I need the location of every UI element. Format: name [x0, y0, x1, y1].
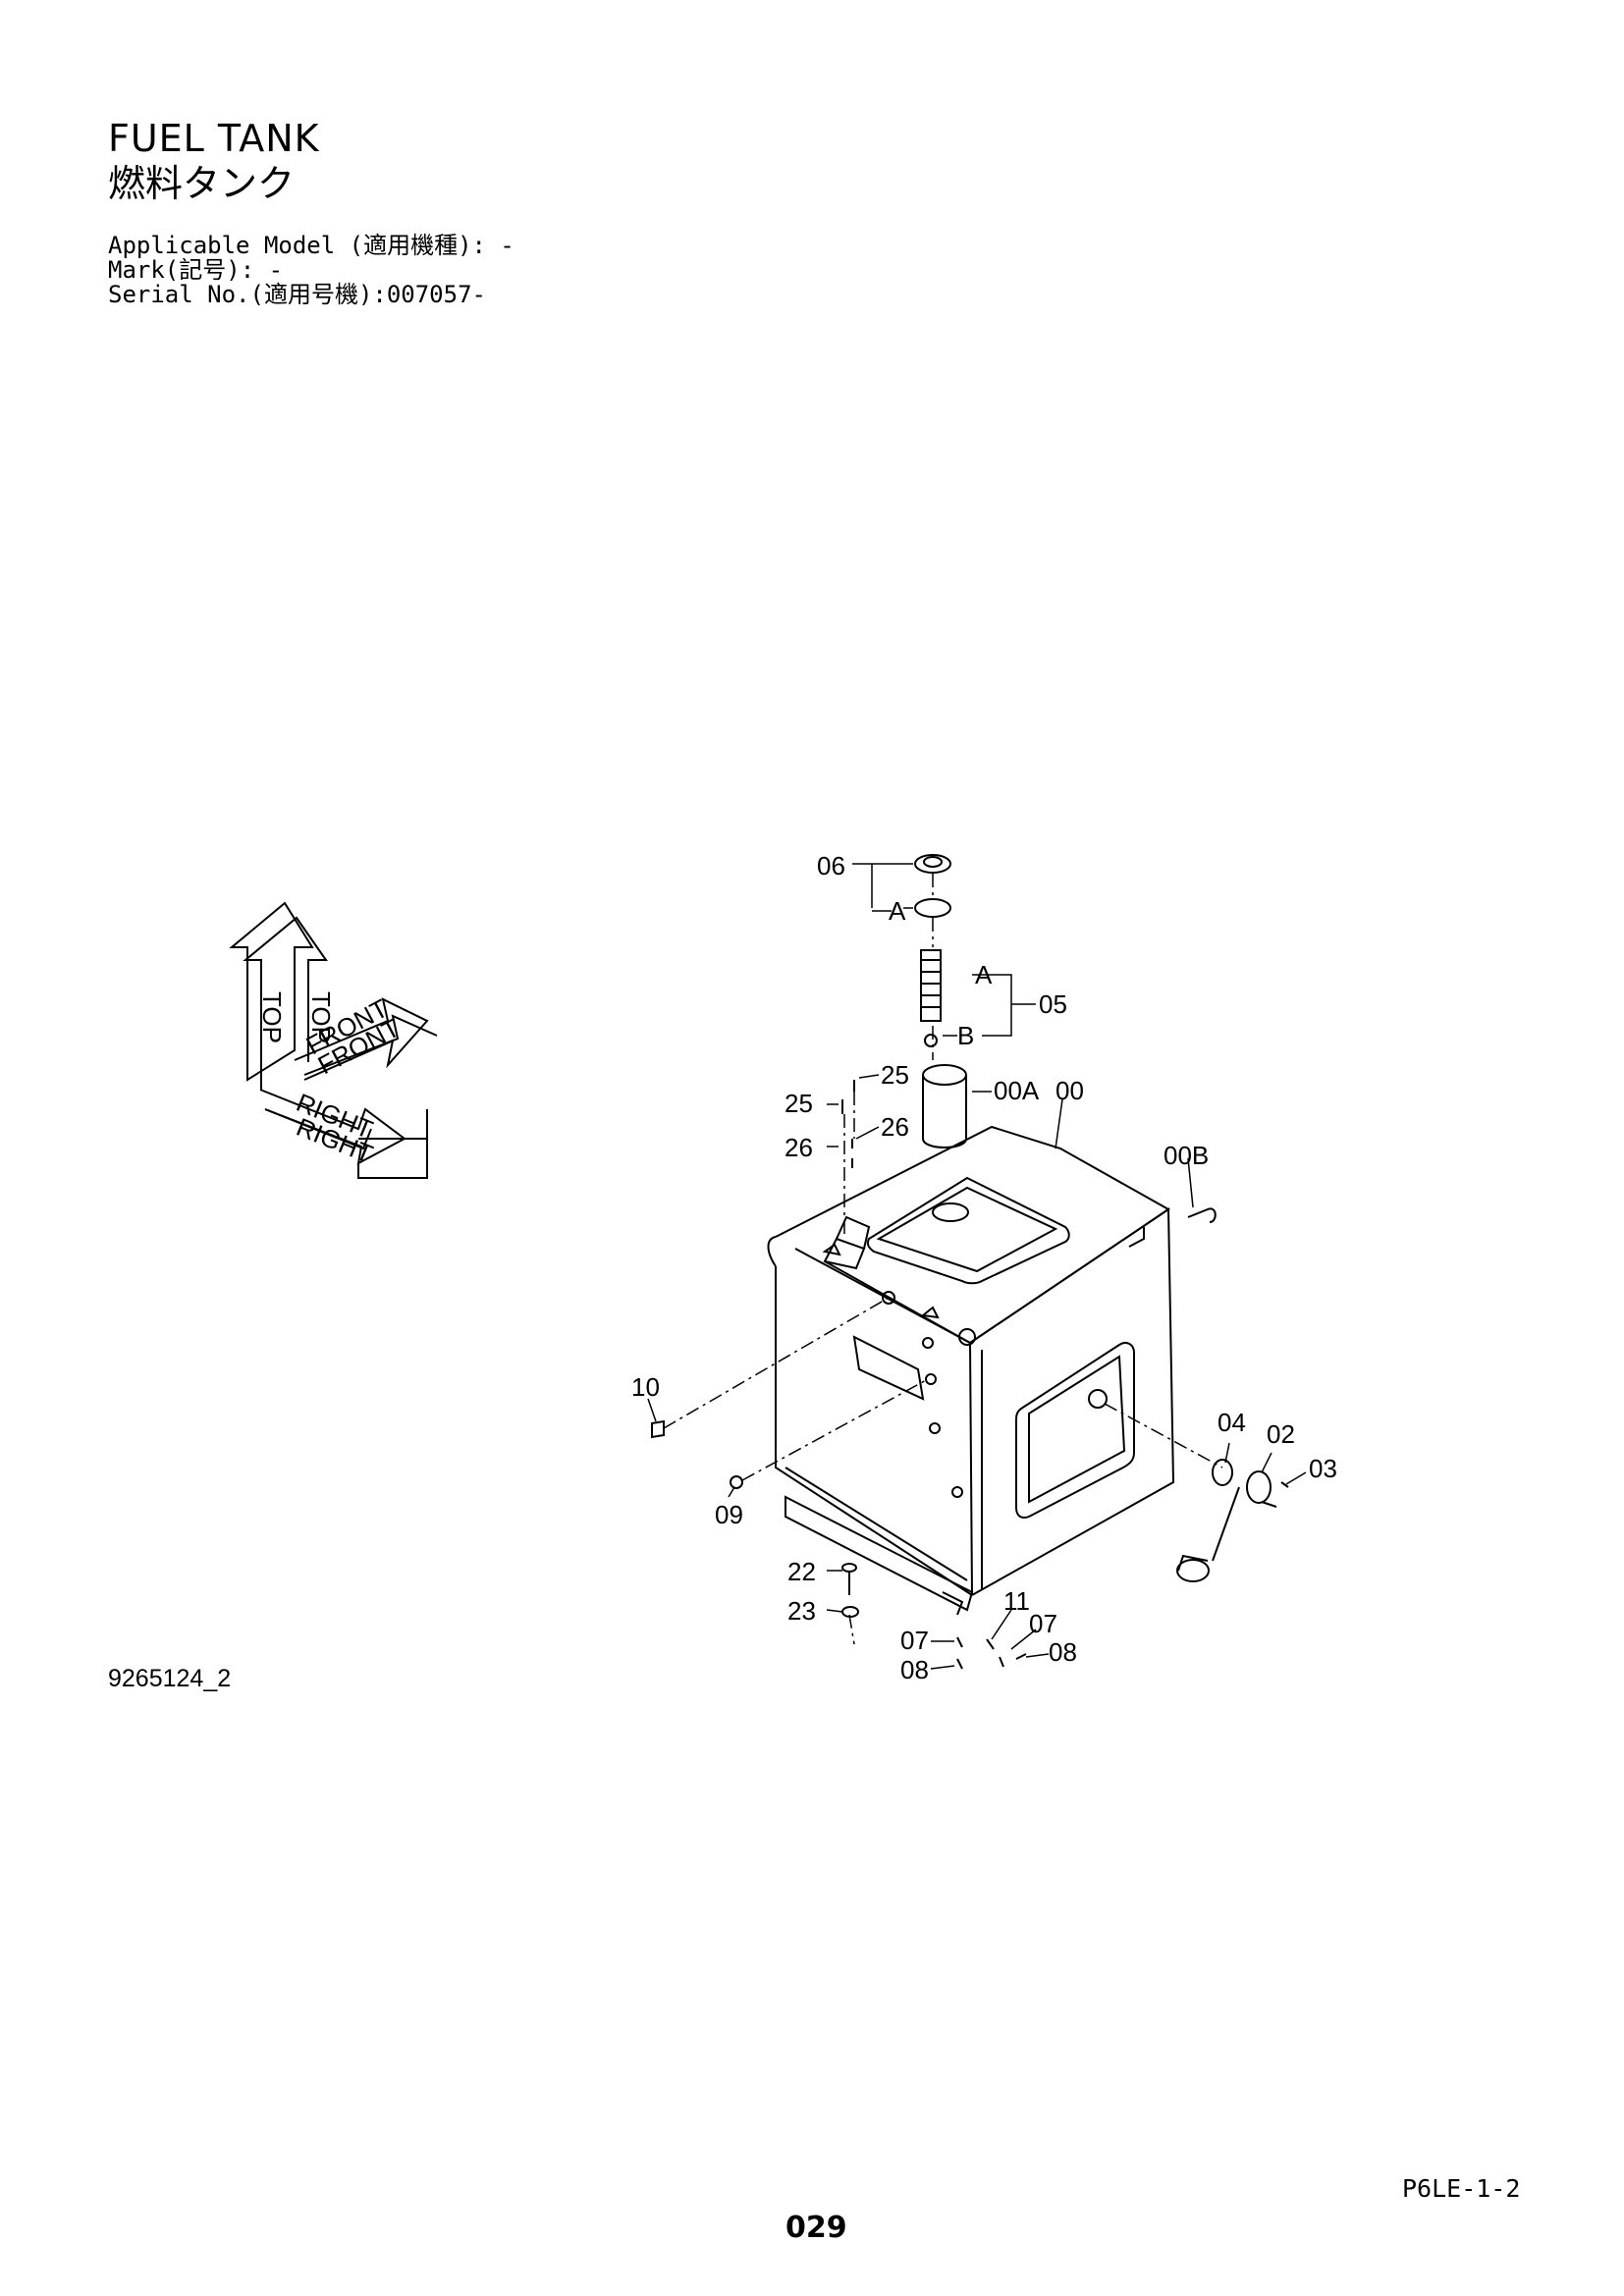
leader-lines [647, 863, 1307, 1670]
mark: Mark(記号): - [108, 256, 284, 284]
part-label-b: B [957, 1021, 974, 1050]
part-label-26-right: 26 [881, 1112, 909, 1142]
page-title: FUEL TANK [108, 117, 320, 160]
part-label-a-strainer: A [975, 960, 993, 989]
part-label-05: 05 [1039, 989, 1067, 1019]
components [651, 854, 1289, 1670]
drawing-id: 9265124_2 [108, 1665, 232, 1692]
page-code: P6LE-1-2 [1402, 2174, 1521, 2203]
tank-body [767, 1125, 1175, 1616]
part-label-03: 03 [1309, 1454, 1337, 1483]
part-label-00b: 00B [1164, 1141, 1209, 1170]
part-label-00: 00 [1056, 1076, 1084, 1105]
part-label-a-seal: A [889, 896, 906, 926]
page-number: 029 [785, 2211, 847, 2245]
part-label-08-left: 08 [900, 1655, 929, 1684]
part-label-09: 09 [715, 1500, 743, 1529]
part-label-25-left: 25 [785, 1089, 813, 1118]
part-label-00a: 00A [994, 1076, 1040, 1105]
part-label-11: 11 [1003, 1586, 1030, 1616]
part-label-06: 06 [817, 851, 845, 881]
page-subtitle: 燃料タンク [108, 162, 296, 205]
part-label-10: 10 [631, 1372, 660, 1402]
part-label-04: 04 [1218, 1408, 1246, 1437]
part-label-22: 22 [787, 1557, 816, 1586]
part-label-23: 23 [787, 1596, 816, 1626]
part-label-08-right: 08 [1049, 1637, 1077, 1667]
applicable-model: Applicable Model (適用機種): - [108, 232, 514, 259]
part-label-02: 02 [1267, 1419, 1295, 1449]
serial-number: Serial No.(適用号機):007057- [108, 281, 486, 308]
part-label-07-left: 07 [900, 1626, 929, 1655]
orientation-top-label: TOP [257, 991, 287, 1043]
orientation-top-label-2: TOP [306, 991, 336, 1043]
part-label-07-right: 07 [1029, 1609, 1057, 1638]
part-label-25-right: 25 [881, 1060, 909, 1090]
part-label-26-left: 26 [785, 1133, 813, 1162]
assembly-lines [663, 874, 1223, 1645]
orientation-key [229, 901, 438, 1179]
